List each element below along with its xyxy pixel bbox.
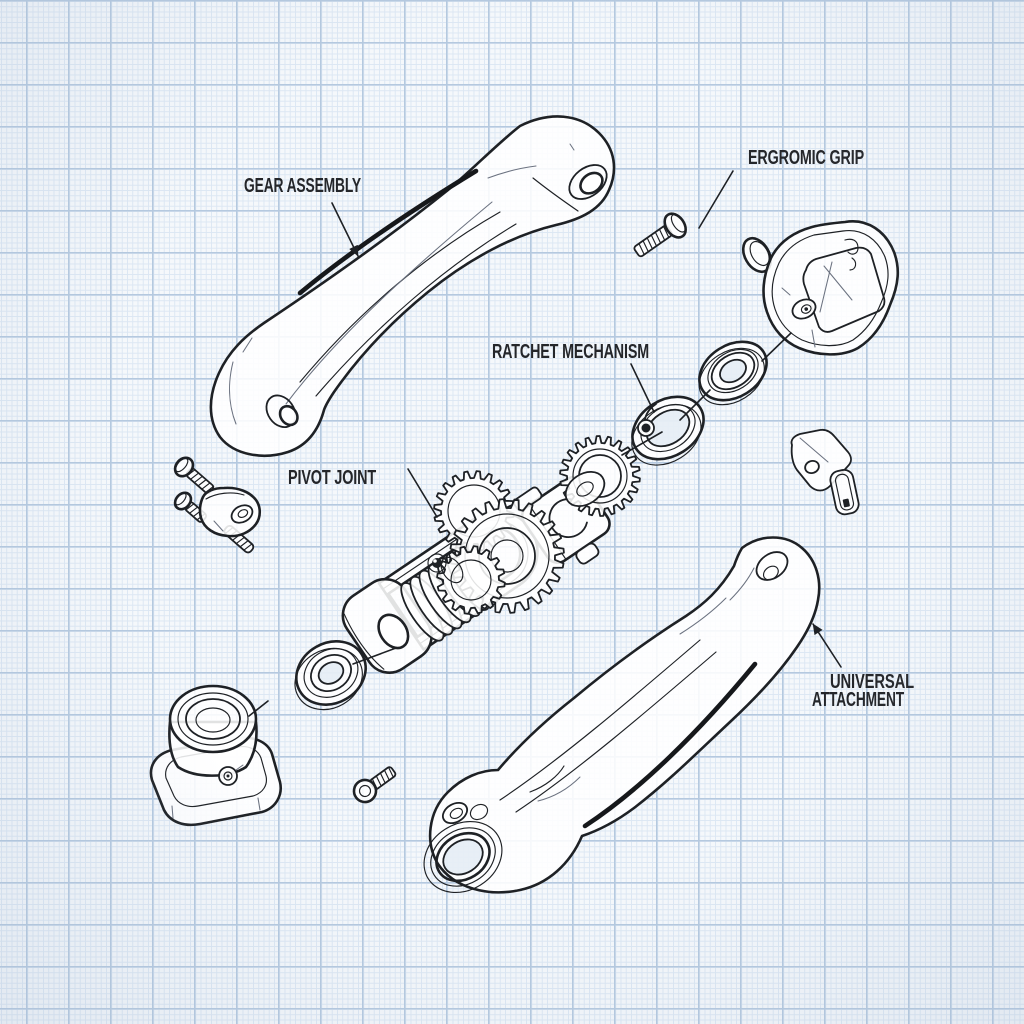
upper-handle-pivot-hole bbox=[265, 394, 299, 428]
lower-handle-end-hole bbox=[755, 551, 789, 581]
leader-pivot-joint bbox=[407, 468, 438, 518]
knob-tick-line bbox=[248, 700, 269, 717]
label-pivot-joint: PIVOT JOINT bbox=[288, 467, 376, 489]
part-ratchet-ring bbox=[631, 395, 705, 466]
callout-labels: GEAR ASSEMBLY ERGROMIC GRIP RATCHET MECH… bbox=[244, 147, 914, 711]
screw-head bbox=[352, 778, 378, 804]
part-clamp-block-assembly bbox=[173, 456, 262, 554]
pawl-hole bbox=[804, 459, 820, 475]
leader-yoke-to-bearing bbox=[352, 647, 397, 665]
lower-handle-top-hole bbox=[441, 801, 469, 825]
yoke-eye-hole bbox=[377, 613, 410, 650]
clamp-body bbox=[198, 486, 262, 538]
part-lower-handle-arm bbox=[423, 536, 821, 894]
label-gear-assembly: GEAR ASSEMBLY bbox=[244, 175, 362, 197]
label-universal-attachment-line2: ATTACHMENT bbox=[812, 689, 904, 711]
part-base-knob bbox=[149, 684, 282, 827]
part-upper-handle-arm bbox=[209, 115, 616, 457]
pawl-slider bbox=[829, 468, 860, 516]
bearing-hole bbox=[317, 661, 345, 685]
grip-boss bbox=[791, 298, 817, 320]
leader-lines bbox=[331, 170, 842, 668]
leader-grip-tick bbox=[761, 332, 792, 362]
label-ergonomic-grip: ERGROMIC GRIP bbox=[748, 147, 864, 169]
part-drive-mechanism bbox=[341, 435, 641, 674]
part-top-screw bbox=[633, 212, 687, 258]
part-bearing-ring bbox=[294, 640, 367, 711]
part-ergonomic-grip-head bbox=[741, 220, 900, 356]
part-washer-ring bbox=[698, 340, 768, 406]
leader-gear-assembly bbox=[331, 202, 359, 257]
leader-washer-to-ring bbox=[679, 389, 711, 421]
washer-hole bbox=[719, 358, 747, 384]
leader-ring-to-gear bbox=[621, 431, 663, 456]
label-universal-attachment-line1: UNIVERSAL bbox=[830, 671, 914, 693]
leader-ratchet-mechanism bbox=[630, 363, 655, 413]
lower-handle-socket-eye bbox=[423, 820, 503, 894]
leader-universal-attachment bbox=[812, 623, 842, 668]
part-pawl-bracket bbox=[790, 428, 860, 516]
label-ratchet-mechanism: RATCHET MECHANISM bbox=[492, 341, 649, 363]
leader-ergonomic-grip bbox=[698, 170, 734, 229]
upper-handle-eye-hole bbox=[568, 164, 608, 200]
part-bottom-screw bbox=[352, 766, 397, 804]
front-gear bbox=[436, 545, 506, 615]
